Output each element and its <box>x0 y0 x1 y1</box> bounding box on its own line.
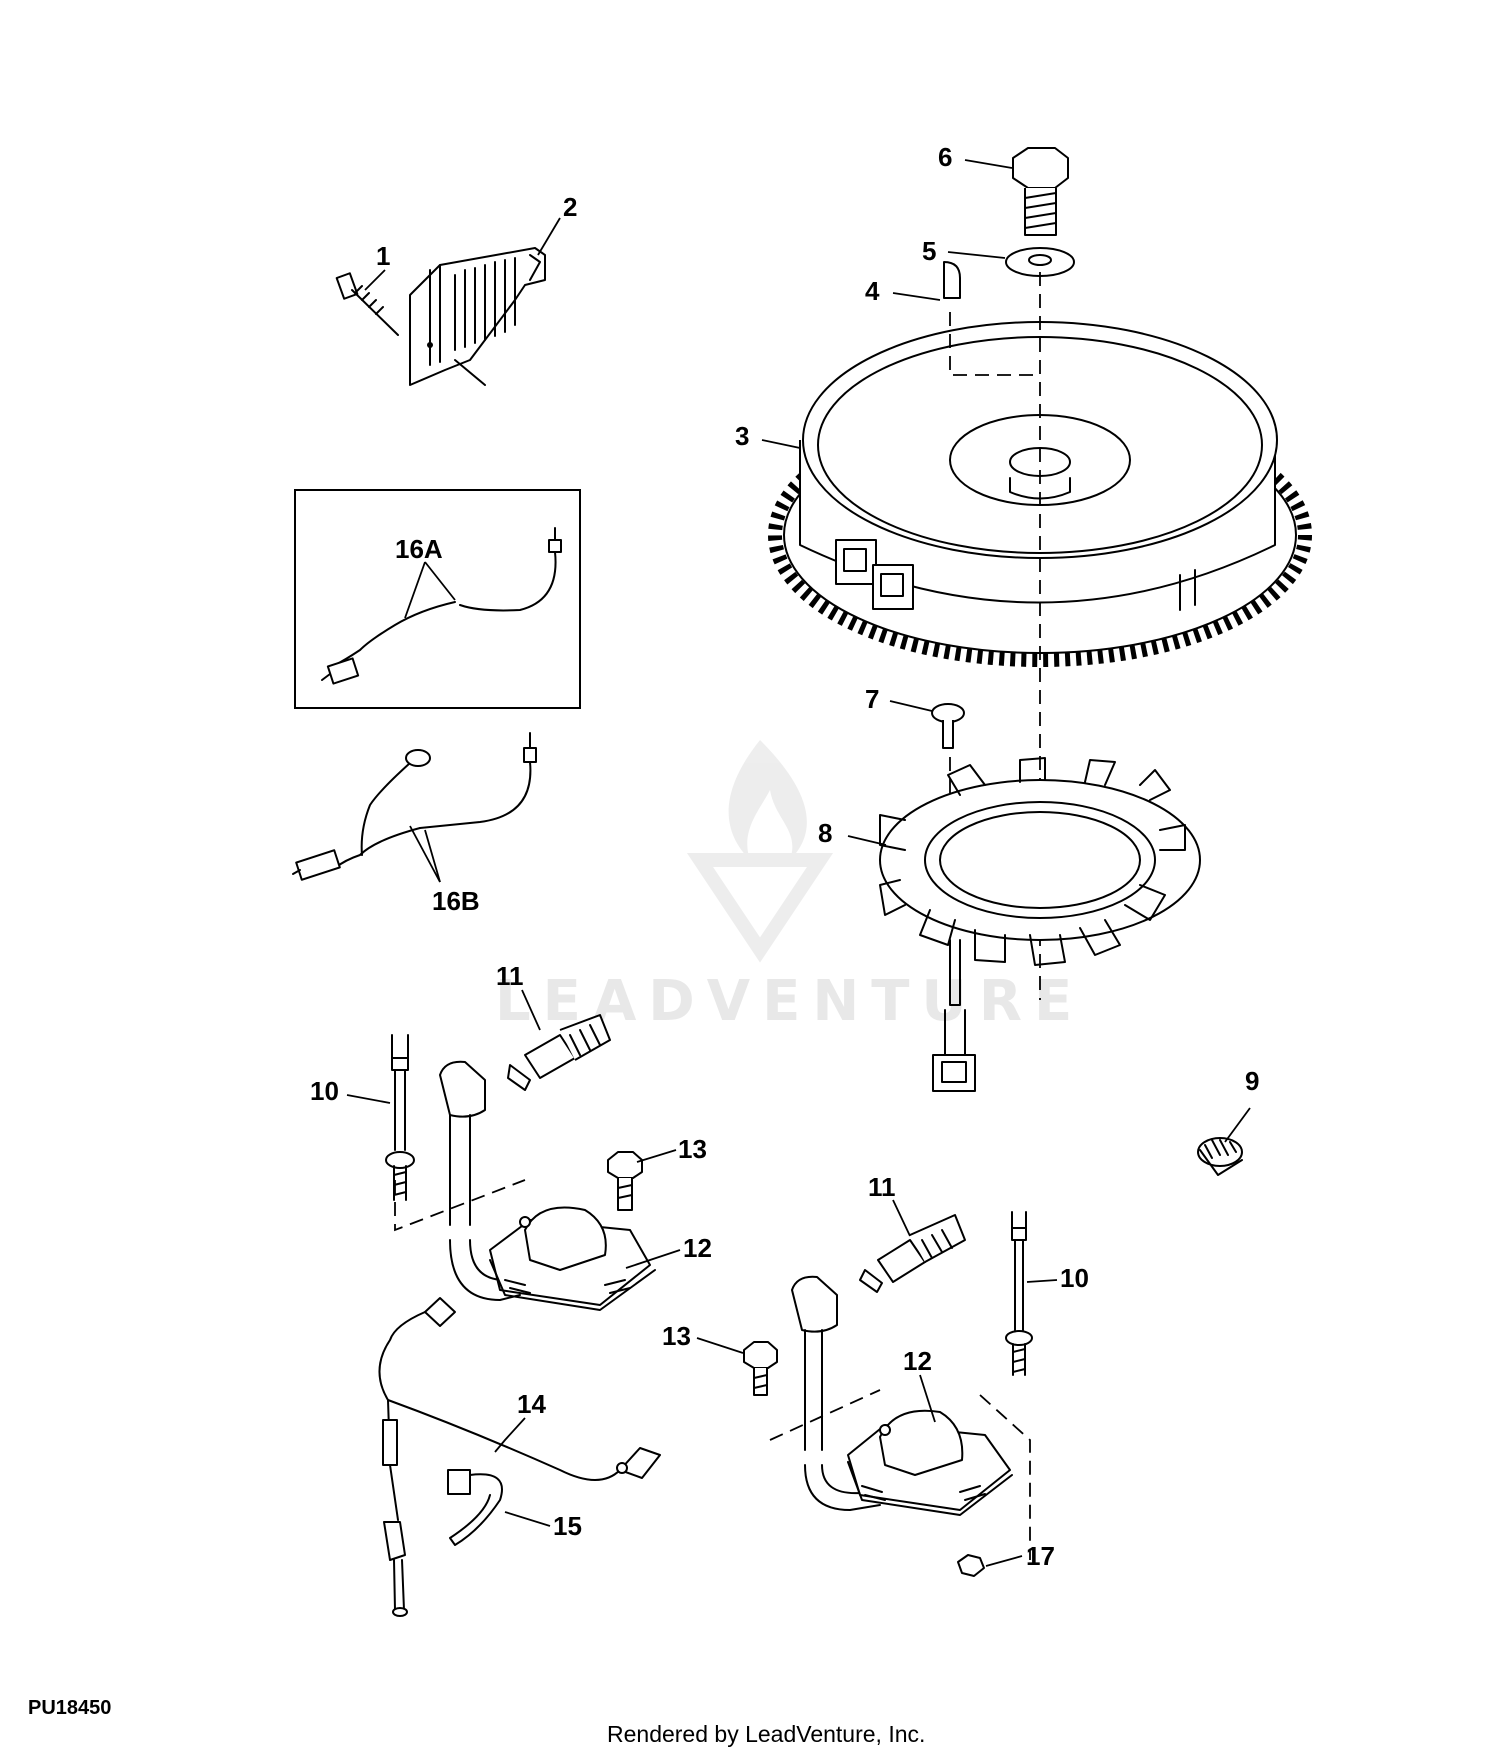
part-5-washer[interactable] <box>1005 247 1075 277</box>
leader-lines <box>346 159 1251 1567</box>
callout-9: 9 <box>1245 1066 1259 1096</box>
callout-14: 14 <box>517 1389 546 1419</box>
callout-7: 7 <box>865 684 879 714</box>
part-1-screw[interactable] <box>335 272 399 336</box>
callout-4: 4 <box>865 276 880 306</box>
part-9-plug[interactable] <box>1197 1137 1243 1176</box>
figure-id: PU18450 <box>28 1697 111 1719</box>
part-7-screw[interactable] <box>931 703 965 749</box>
part-4-key[interactable] <box>943 261 961 299</box>
callout-10-right: 10 <box>1060 1263 1089 1293</box>
callout-16a: 16A <box>395 534 443 564</box>
callout-12-left: 12 <box>683 1233 712 1263</box>
callout-1: 1 <box>376 241 390 271</box>
callout-13-right: 13 <box>662 1321 691 1351</box>
callout-16b: 16B <box>432 886 480 916</box>
part-12-left-ignition-coil[interactable] <box>439 1060 656 1311</box>
part-8-stator[interactable] <box>879 757 1201 1092</box>
callout-labels: 1 2 3 4 5 6 7 8 9 10 10 11 11 12 12 13 1… <box>310 142 1259 1571</box>
part-13-right-bolt[interactable] <box>743 1341 778 1396</box>
part-16a-inset <box>294 489 581 709</box>
callout-3: 3 <box>735 421 749 451</box>
callout-17: 17 <box>1026 1541 1055 1571</box>
part-17-nut[interactable] <box>957 1554 985 1577</box>
part-11-right-spark-plug[interactable] <box>859 1214 966 1293</box>
part-2-regulator[interactable] <box>409 247 546 386</box>
callout-2: 2 <box>563 192 577 222</box>
callout-13-left: 13 <box>678 1134 707 1164</box>
footer-credit: Rendered by LeadVenture, Inc. <box>607 1721 925 1747</box>
part-10-right-rod[interactable] <box>1005 1211 1033 1376</box>
part-16a-lead-wire[interactable] <box>321 527 562 685</box>
callout-11-right: 11 <box>868 1172 896 1202</box>
callout-6: 6 <box>938 142 952 172</box>
part-6-bolt[interactable] <box>1012 147 1069 236</box>
part-15-clip[interactable] <box>447 1469 503 1546</box>
part-11-left-spark-plug[interactable] <box>507 1014 611 1091</box>
callout-8: 8 <box>818 818 832 848</box>
part-12-right-ignition-coil[interactable] <box>791 1275 1013 1516</box>
callout-10-left: 10 <box>310 1076 339 1106</box>
callout-12-right: 12 <box>903 1346 932 1376</box>
part-13-left-bolt[interactable] <box>607 1151 643 1211</box>
callout-15: 15 <box>553 1511 582 1541</box>
callout-11-left: 11 <box>496 961 524 991</box>
part-16b-lead-wire[interactable] <box>292 732 537 881</box>
part-10-left-rod[interactable] <box>385 1034 415 1201</box>
callout-5: 5 <box>922 236 936 266</box>
part-14-wire-harness[interactable] <box>378 1297 661 1617</box>
